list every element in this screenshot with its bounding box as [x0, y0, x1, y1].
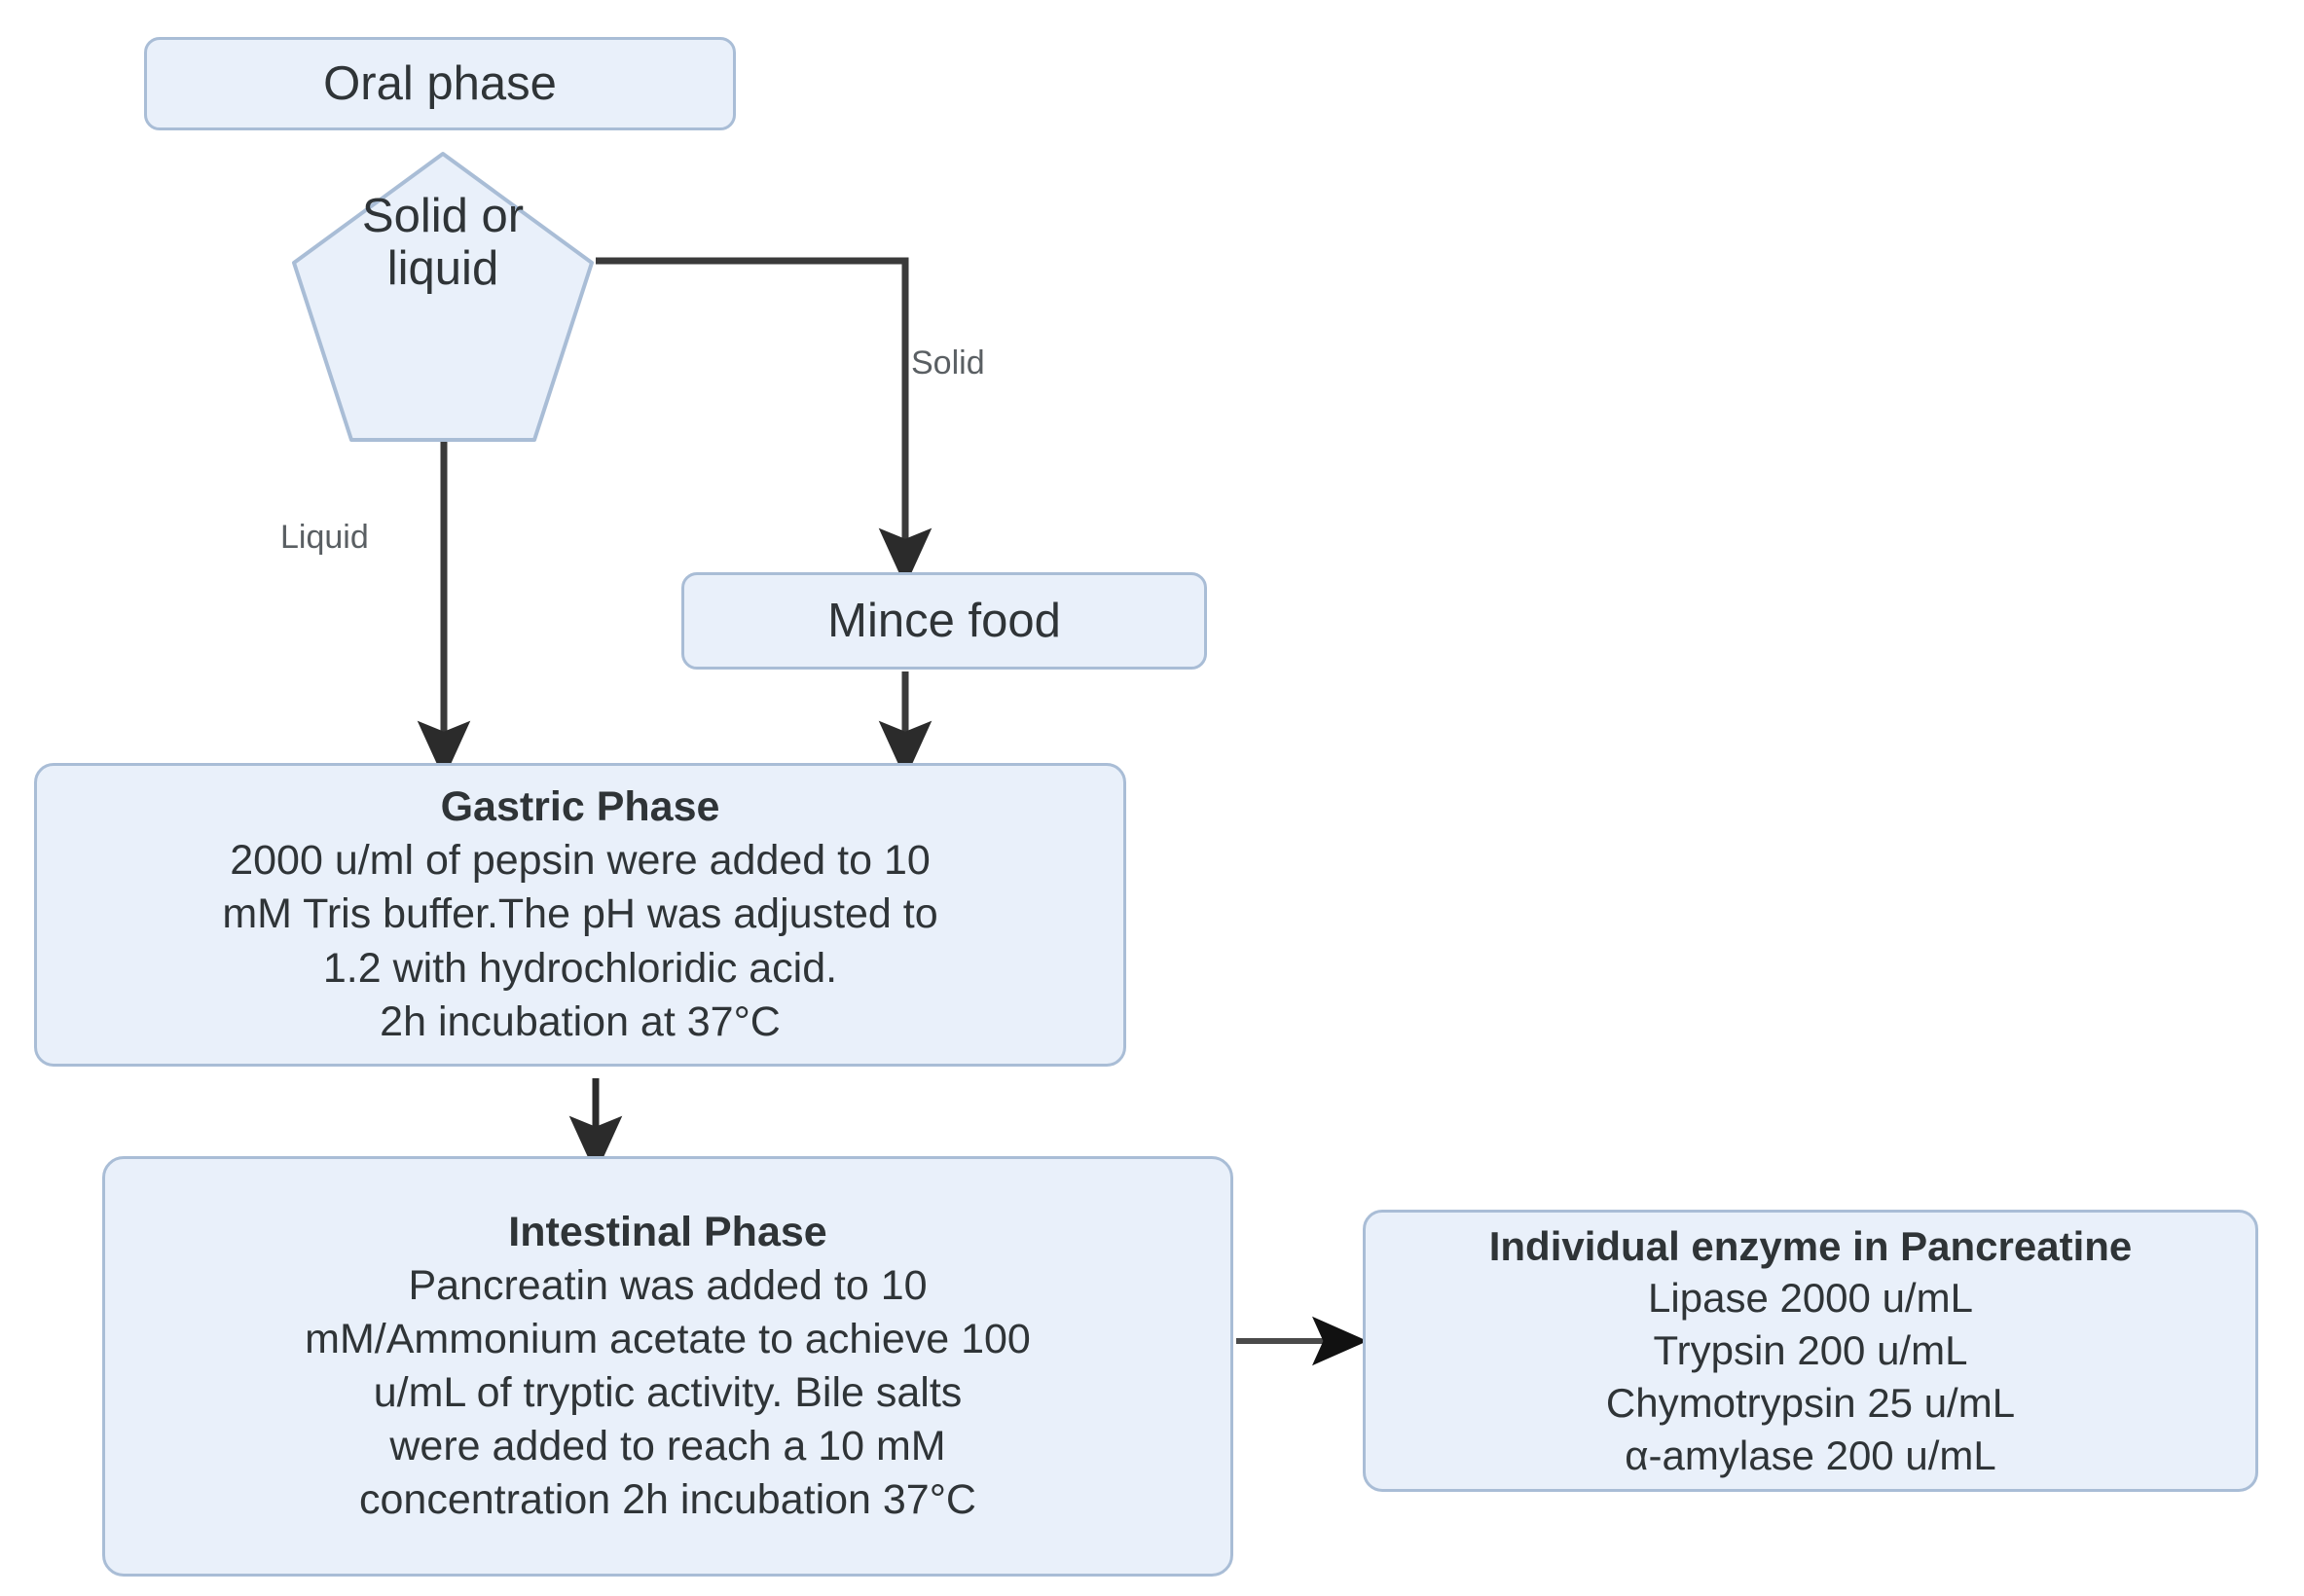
gastric-phase-line-4: 2h incubation at 37°C	[380, 998, 781, 1045]
decision-label-line2: liquid	[386, 241, 499, 295]
enzyme-line-amylase: α-amylase 200 u/mL	[1625, 1432, 1996, 1478]
gastric-phase-line-2: mM Tris buffer.The pH was adjusted to	[222, 890, 938, 938]
node-intestinal-phase[interactable]: Intestinal Phase Pancreatin was added to…	[102, 1156, 1233, 1577]
enzyme-line-trypsin: Trypsin 200 u/mL	[1653, 1327, 1968, 1374]
mince-food-label: Mince food	[827, 594, 1061, 647]
intestinal-phase-line-3: u/mL of tryptic activity. Bile salts	[373, 1369, 963, 1416]
edge-label-liquid: Liquid	[280, 519, 369, 556]
enzyme-line-lipase: Lipase 2000 u/mL	[1648, 1275, 1973, 1322]
gastric-phase-line-1: 2000 u/ml of pepsin were added to 10	[230, 837, 931, 885]
edge-decision-to-mince	[596, 257, 933, 587]
intestinal-phase-line-4: were added to reach a 10 mM	[389, 1423, 946, 1470]
edge-label-solid: Solid	[911, 345, 985, 381]
node-oral-phase[interactable]: Oral phase	[144, 37, 736, 130]
intestinal-phase-line-5: concentration 2h incubation 37°C	[359, 1476, 976, 1524]
intestinal-phase-line-2: mM/Ammonium acetate to achieve 100	[305, 1315, 1031, 1362]
decision-label: Solid or liquid	[282, 190, 603, 296]
intestinal-phase-line-1: Pancreatin was added to 10	[408, 1261, 928, 1309]
node-gastric-phase[interactable]: Gastric Phase 2000 u/ml of pepsin were a…	[34, 763, 1126, 1067]
enzyme-line-chymotrypsin: Chymotrypsin 25 u/mL	[1605, 1379, 2016, 1426]
oral-phase-label: Oral phase	[323, 56, 557, 110]
node-individual-enzyme-panel[interactable]: Individual enzyme in Pancreatine Lipase …	[1363, 1210, 2258, 1492]
gastric-phase-line-3: 1.2 with hydrochloridic acid.	[322, 944, 838, 992]
intestinal-phase-title: Intestinal Phase	[508, 1208, 827, 1255]
node-mince-food[interactable]: Mince food	[681, 572, 1207, 670]
enzyme-panel-title: Individual enzyme in Pancreatine	[1488, 1222, 2133, 1269]
decision-label-line1: Solid or	[361, 190, 525, 242]
node-decision-solid-or-liquid[interactable]: Solid or liquid	[282, 148, 603, 442]
gastric-phase-title: Gastric Phase	[440, 783, 720, 831]
